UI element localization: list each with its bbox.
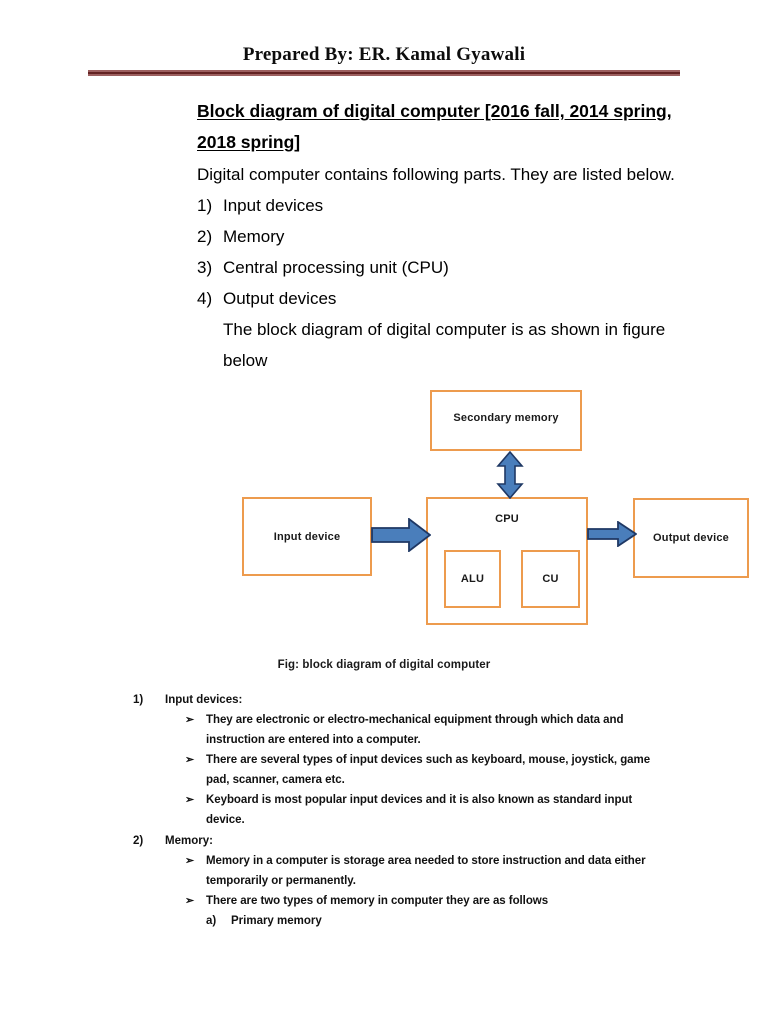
diagram-box-secondary-memory: Secondary memory: [430, 390, 582, 451]
bullet-text: There are two types of memory in compute…: [206, 895, 549, 907]
bullet-text: Memory in a computer is storage area nee…: [206, 855, 646, 887]
page-header: Prepared By: ER. Kamal Gyawali: [0, 44, 768, 66]
list-item: 3) Central processing unit (CPU): [197, 252, 687, 283]
diagram-box-label: ALU: [460, 573, 485, 585]
details-outline: 1) Input devices: ➢ They are electronic …: [133, 690, 673, 931]
diagram-box-cu: CU: [521, 550, 580, 608]
arrow-bullet-icon: ➢: [185, 855, 195, 867]
arrow-bullet-icon: ➢: [185, 754, 195, 766]
list-item: ➢ They are electronic or electro-mechani…: [185, 710, 673, 750]
diagram-box-label: Secondary memory: [453, 411, 559, 424]
outline-section-marker: 1): [133, 694, 144, 706]
list-item: 2) Memory: [197, 221, 687, 252]
outline-section-heading: Input devices:: [165, 694, 243, 706]
bullet-text: Keyboard is most popular input devices a…: [206, 794, 633, 826]
list-item-label: Central processing unit (CPU): [223, 258, 449, 277]
list-item: ➢ There are several types of input devic…: [185, 750, 673, 790]
double-arrow-vertical-icon: [496, 451, 524, 499]
diagram-box-label: CPU: [495, 513, 519, 525]
intro-paragraph: Digital computer contains following part…: [197, 165, 675, 184]
document-body: Block diagram of digital computer [2016 …: [197, 96, 687, 376]
diagram-box-label: Output device: [653, 532, 729, 544]
list-item: ➢ There are two types of memory in compu…: [185, 891, 673, 911]
outline-bullet-list: ➢ They are electronic or electro-mechani…: [185, 710, 673, 830]
outline-section: 2) Memory:: [133, 831, 673, 851]
arrow-right-cpu-to-output-icon: [587, 521, 637, 547]
diagram-box-label: CU: [542, 573, 559, 585]
list-item-marker: 1): [197, 196, 213, 215]
diagram-box-alu: ALU: [444, 550, 501, 608]
header-divider-rule: [88, 70, 680, 76]
list-item: 1) Input devices: [197, 190, 687, 221]
figure-caption: Fig: block diagram of digital computer: [277, 659, 491, 671]
outline-subitem-marker: a): [206, 915, 217, 927]
rule-core-band: [88, 72, 680, 74]
section-heading: Block diagram of digital computer [2016 …: [197, 101, 672, 152]
list-item-marker: 2): [197, 227, 213, 246]
bullet-text: There are several types of input devices…: [206, 754, 651, 786]
arrow-bullet-icon: ➢: [185, 714, 195, 726]
outline-subitem-text: Primary memory: [231, 915, 322, 927]
list-item-label: Memory: [223, 227, 285, 246]
list-item-label: Output devices: [223, 289, 337, 308]
parts-numbered-list: 1) Input devices 2) Memory 3) Central pr…: [197, 190, 687, 314]
outline-section: 1) Input devices:: [133, 690, 673, 710]
list-item-marker: 4): [197, 289, 213, 308]
rule-top-band: [88, 70, 680, 72]
outline-section-marker: 2): [133, 835, 144, 847]
arrow-bullet-icon: ➢: [185, 794, 195, 806]
header-title: Prepared By: ER. Kamal Gyawali: [242, 44, 526, 65]
list-item-label: Input devices: [223, 196, 324, 215]
outline-bullet-list: ➢ Memory in a computer is storage area n…: [185, 851, 673, 911]
diagram-box-input-device: Input device: [242, 497, 372, 576]
arrow-right-input-to-cpu-icon: [371, 518, 431, 552]
bullet-text: They are electronic or electro-mechanica…: [206, 714, 624, 746]
figure-reference-note: The block diagram of digital computer is…: [223, 320, 666, 370]
diagram-box-output-device: Output device: [633, 498, 749, 578]
list-item-marker: 3): [197, 258, 213, 277]
list-item: 4) Output devices: [197, 283, 687, 314]
rule-bottom-band: [88, 74, 680, 76]
list-item: ➢ Keyboard is most popular input devices…: [185, 790, 673, 830]
list-item: ➢ Memory in a computer is storage area n…: [185, 851, 673, 891]
arrow-bullet-icon: ➢: [185, 895, 195, 907]
outline-subitem: a) Primary memory: [206, 911, 673, 931]
diagram-box-label: Input device: [273, 530, 341, 543]
outline-section-heading: Memory:: [165, 835, 213, 847]
